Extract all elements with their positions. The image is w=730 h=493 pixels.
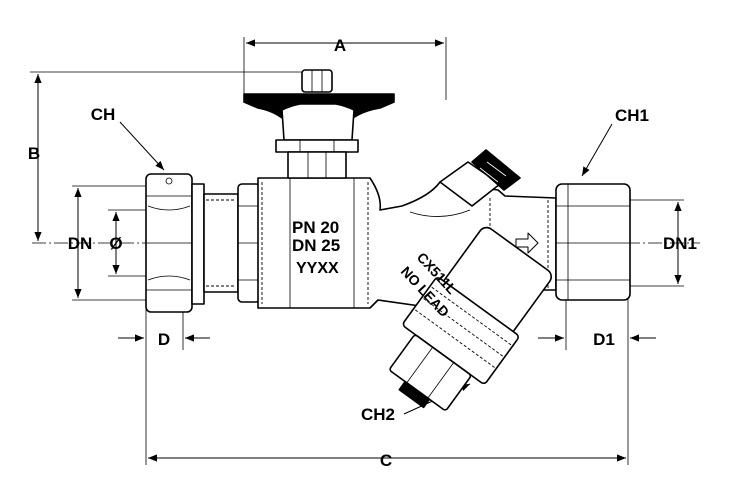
dimension-d1-label: D1 bbox=[593, 330, 615, 349]
drain-cap bbox=[439, 149, 521, 207]
pressure-rating-text: PN 20 bbox=[292, 218, 339, 237]
ball-valve-hex bbox=[237, 183, 261, 303]
wrench-size-ch1-label: CH1 bbox=[615, 106, 649, 125]
union-nut-left bbox=[145, 173, 239, 313]
flow-direction-icon bbox=[515, 232, 539, 254]
dimension-d-label: D bbox=[158, 330, 170, 349]
dimension-dn-label: DN bbox=[68, 234, 93, 253]
dimension-dn1-label: DN1 bbox=[663, 234, 697, 253]
dimension-c-label: C bbox=[380, 451, 392, 470]
date-code-text: YYXX bbox=[296, 260, 339, 277]
dimension-labels: A B C D D1 DN Ø DN1 CH CH1 CH2 bbox=[28, 36, 697, 470]
body-markings: PN 20 DN 25 YYXX bbox=[292, 218, 340, 277]
dimension-b-label: B bbox=[28, 144, 40, 163]
female-threaded-end-right bbox=[555, 183, 631, 301]
lever-handle bbox=[243, 69, 395, 179]
wrench-size-ch2-label: CH2 bbox=[361, 405, 395, 424]
wrench-size-ch-label: CH bbox=[91, 105, 116, 124]
dimension-diameter-label: Ø bbox=[109, 234, 122, 253]
dimension-a-label: A bbox=[334, 36, 346, 55]
nominal-diameter-text: DN 25 bbox=[292, 236, 340, 255]
